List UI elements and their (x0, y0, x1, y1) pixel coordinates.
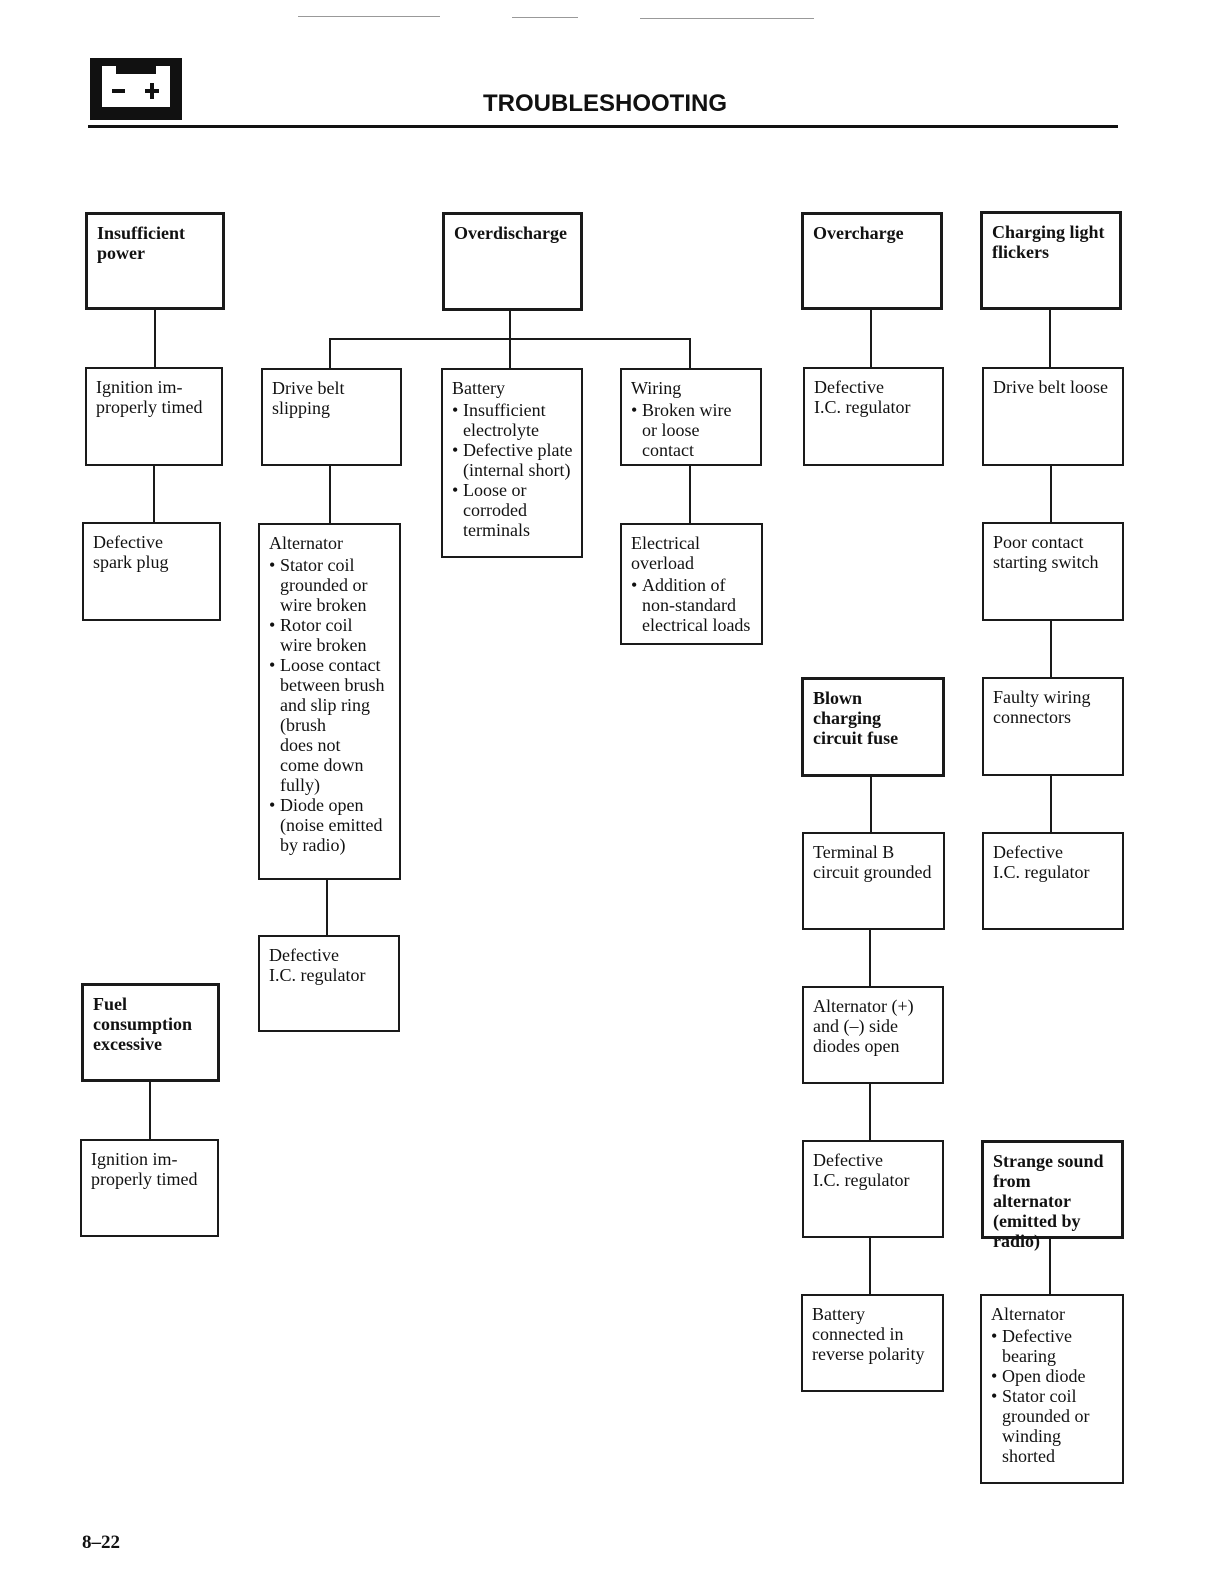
problem-label: Insufficient power (97, 223, 186, 263)
list-item: Defective bearing (991, 1326, 1114, 1366)
list-item: Stator coil grounded or wire broken (269, 555, 391, 615)
cause-label: Terminal B circuit grounded (813, 842, 932, 882)
cause-ignition-timing: Ignition im- properly timed (85, 367, 223, 466)
cause-label: Drive belt loose (993, 377, 1108, 397)
cause-reverse-polarity: Battery connected in reverse polarity (801, 1294, 944, 1392)
cause-label: Defective I.C. regulator (813, 1150, 910, 1190)
cause-label: Wiring (631, 378, 682, 398)
connector (689, 338, 691, 368)
cause-label: Defective I.C. regulator (993, 842, 1090, 882)
list-item: Loose contact between brush and slip rin… (269, 655, 391, 795)
cause-wiring: Wiring Broken wire or loose contact (620, 368, 762, 466)
problem-label: Fuel consumption excessive (93, 994, 193, 1054)
problem-label: Overcharge (813, 223, 904, 243)
problem-fuel-consumption: Fuel consumption excessive (81, 983, 220, 1082)
cause-defective-regulator: Defective I.C. regulator (803, 367, 944, 466)
cause-label: Drive belt slipping (272, 378, 345, 418)
cause-faulty-wiring: Faulty wiring connectors (982, 677, 1124, 776)
connector (509, 311, 511, 339)
cause-alternator: Alternator Stator coil grounded or wire … (258, 523, 401, 880)
connector (869, 1238, 871, 1294)
cause-electrical-overload: Electrical overload Addition of non-stan… (620, 523, 763, 645)
problem-insufficient-power: Insufficient power (85, 212, 225, 310)
list-item: Stator coil grounded or winding shorted (991, 1386, 1114, 1466)
battery-icon (90, 58, 182, 120)
cause-ignition-timing: Ignition im- properly timed (80, 1139, 219, 1237)
page-number: 8–22 (82, 1532, 120, 1553)
cause-label: Ignition im- properly timed (96, 377, 203, 417)
cause-list: Insufficient electrolyte Defective plate… (452, 400, 573, 540)
cause-list: Defective bearing Open diode Stator coil… (991, 1326, 1114, 1466)
list-item: Open diode (991, 1366, 1114, 1386)
connector (870, 777, 872, 832)
cause-label: Alternator (269, 533, 343, 553)
connector (1050, 776, 1052, 832)
cause-battery: Battery Insufficient electrolyte Defecti… (441, 368, 583, 558)
connector (154, 310, 156, 367)
cause-label: Defective spark plug (93, 532, 169, 572)
cause-alternator: Alternator Defective bearing Open diode … (980, 1294, 1124, 1484)
list-item: Rotor coil wire broken (269, 615, 391, 655)
problem-label: Blown charging circuit fuse (813, 688, 899, 748)
connector (869, 930, 871, 986)
cause-starting-switch: Poor contact starting switch (982, 522, 1124, 621)
cause-spark-plug: Defective spark plug (82, 522, 221, 621)
connector (870, 310, 872, 367)
title-rule (88, 125, 1118, 128)
problem-label: Strange sound from alternator (emitted b… (993, 1151, 1104, 1251)
cause-diodes-open: Alternator (+) and (–) side diodes open (802, 986, 944, 1084)
connector (329, 466, 331, 523)
cause-label: Alternator (991, 1304, 1065, 1324)
cause-list: Broken wire or loose contact (631, 400, 752, 460)
connector (1049, 310, 1051, 367)
connector (149, 1082, 151, 1139)
connector (1049, 1239, 1051, 1294)
cause-list: Stator coil grounded or wire broken Roto… (269, 555, 391, 855)
connector (509, 338, 511, 368)
connector (153, 466, 155, 522)
problem-label: Charging light flickers (992, 222, 1105, 262)
page-title: TROUBLESHOOTING (483, 90, 727, 117)
cause-label: Poor contact starting switch (993, 532, 1099, 572)
problem-charging-light: Charging light flickers (980, 211, 1122, 310)
cause-label: Alternator (+) and (–) side diodes open (813, 996, 914, 1056)
cause-terminal-b-grounded: Terminal B circuit grounded (802, 832, 945, 930)
connector (1050, 621, 1052, 677)
problem-strange-sound: Strange sound from alternator (emitted b… (981, 1140, 1124, 1251)
problem-label: Overdischarge (454, 223, 567, 243)
cause-label: Battery (452, 378, 505, 398)
cause-defective-regulator: Defective I.C. regulator (258, 935, 400, 1032)
list-item: Addition of non-standard electrical load… (631, 575, 753, 635)
cause-defective-regulator: Defective I.C. regulator (982, 832, 1124, 930)
cause-label: Faulty wiring connectors (993, 687, 1091, 727)
problem-blown-fuse: Blown charging circuit fuse (801, 677, 945, 777)
cause-label: Electrical overload (631, 533, 700, 573)
list-item: Broken wire or loose contact (631, 400, 752, 460)
cause-drive-belt-slipping: Drive belt slipping (261, 368, 402, 466)
connector (869, 1084, 871, 1140)
list-item: Defective plate (internal short) (452, 440, 573, 480)
cause-label: Defective I.C. regulator (814, 377, 911, 417)
connector (326, 880, 328, 935)
problem-overcharge: Overcharge (801, 212, 943, 310)
problem-overdischarge: Overdischarge (442, 212, 583, 311)
connector (1050, 466, 1052, 522)
list-item: Loose or corroded terminals (452, 480, 573, 540)
list-item: Diode open (noise emitted by radio) (269, 795, 391, 855)
cause-drive-belt-loose: Drive belt loose (982, 367, 1124, 466)
cause-list: Addition of non-standard electrical load… (631, 575, 753, 635)
cause-label: Battery connected in reverse polarity (812, 1304, 925, 1364)
cause-label: Ignition im- properly timed (91, 1149, 198, 1189)
cause-label: Defective I.C. regulator (269, 945, 366, 985)
cause-defective-regulator: Defective I.C. regulator (802, 1140, 944, 1238)
list-item: Insufficient electrolyte (452, 400, 573, 440)
connector (689, 466, 691, 523)
connector (329, 338, 331, 368)
